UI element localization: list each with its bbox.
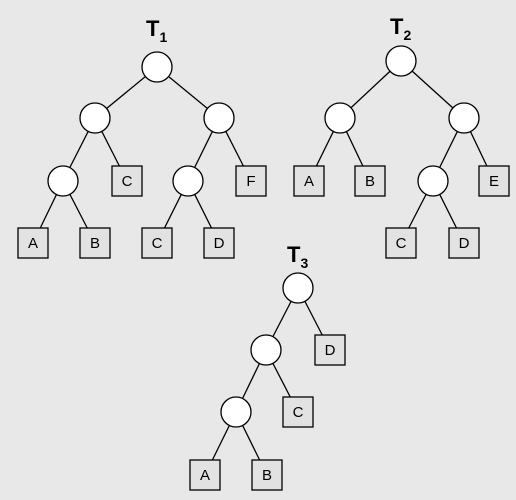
tree-title-t1-subscript: 1: [159, 29, 167, 45]
tree-internal-node: [47, 165, 79, 197]
leaf-box: [17, 227, 49, 259]
tree-leaf: C: [111, 165, 143, 197]
leaf-box: [79, 227, 111, 259]
leaf-label: E: [489, 173, 499, 190]
tree-leaf: D: [314, 334, 346, 366]
tree-leaf: A: [189, 459, 221, 491]
tree-leaf: D: [448, 227, 480, 259]
leaf-box: [251, 459, 283, 491]
tree-leaf: C: [141, 227, 173, 259]
tree-internal-node: [385, 45, 417, 77]
leaf-box: [111, 165, 143, 197]
leaf-label: C: [396, 235, 407, 252]
leaf-box: [354, 165, 386, 197]
leaf-box: [293, 165, 325, 197]
tree-leaf: E: [478, 165, 510, 197]
leaf-label: B: [90, 235, 100, 252]
tree-leaf: D: [203, 227, 235, 259]
tree-internal-node: [250, 334, 282, 366]
tree-internal-node: [141, 51, 173, 83]
tree-leaf: C: [385, 227, 417, 259]
tree-title-t1-letter: T: [146, 16, 160, 41]
leaf-box: [448, 227, 480, 259]
leaf-label: A: [200, 467, 210, 484]
tree-leaf: C: [282, 396, 314, 428]
tree-leaf: B: [79, 227, 111, 259]
leaf-box: [189, 459, 221, 491]
leaf-box: [478, 165, 510, 197]
leaf-box: [203, 227, 235, 259]
tree-internal-node: [448, 102, 480, 134]
leaf-label: A: [304, 173, 314, 190]
leaf-box: [141, 227, 173, 259]
tree-leaf: F: [235, 165, 267, 197]
tree-title-t2-subscript: 2: [403, 27, 411, 43]
leaf-box: [385, 227, 417, 259]
leaf-label: C: [122, 173, 133, 190]
leaf-label: F: [246, 173, 255, 190]
tree-title-t3: T3: [287, 242, 308, 271]
tree-internal-node: [203, 102, 235, 134]
tree-internal-node: [79, 102, 111, 134]
tree-leaf: B: [251, 459, 283, 491]
leaf-label: D: [459, 235, 470, 252]
tree-title-t3-letter: T: [287, 242, 301, 267]
leaf-box: [314, 334, 346, 366]
tree-internal-node: [417, 165, 449, 197]
tree-title-t3-subscript: 3: [300, 255, 308, 271]
leaf-label: C: [293, 404, 304, 421]
tree-internal-node: [282, 272, 314, 304]
tree-internal-node: [172, 165, 204, 197]
leaf-box: [282, 396, 314, 428]
leaf-label: D: [214, 235, 225, 252]
tree-leaf: B: [354, 165, 386, 197]
leaf-label: B: [262, 467, 272, 484]
tree-leaf: A: [17, 227, 49, 259]
leaf-box: [235, 165, 267, 197]
leaf-label: A: [28, 235, 38, 252]
tree-internal-node: [220, 396, 252, 428]
tree-title-t2-letter: T: [390, 14, 404, 39]
leaf-label: B: [365, 173, 375, 190]
leaf-label: C: [152, 235, 163, 252]
tree-internal-node: [324, 102, 356, 134]
tree-leaf: A: [293, 165, 325, 197]
tree-title-t1: T1: [146, 16, 167, 45]
tree-title-t2: T2: [390, 14, 411, 43]
leaf-label: D: [325, 342, 336, 359]
